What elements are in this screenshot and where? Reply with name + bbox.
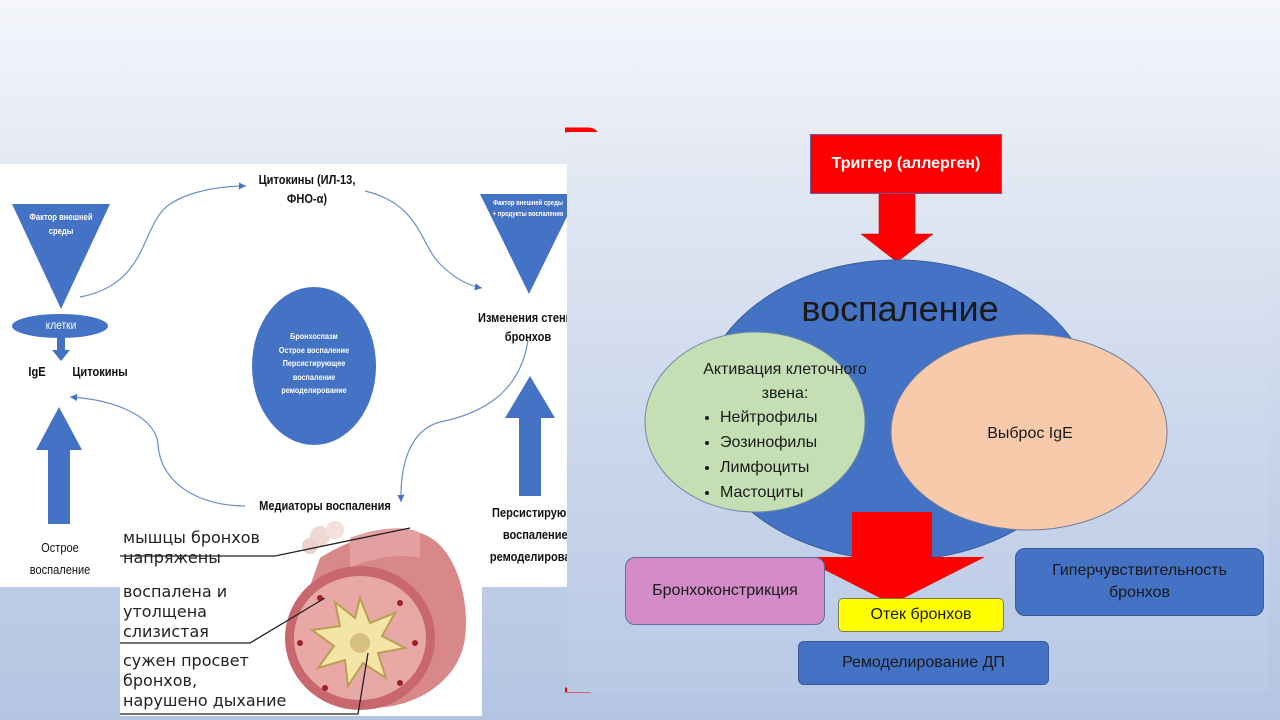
- arrow-to-cytokines: [79, 182, 247, 298]
- env-factor-plus-label: Фактор внешней среды + продукты воспален…: [492, 200, 564, 218]
- label-line: утолщена: [123, 602, 207, 621]
- env-factor-plus-triangle: [480, 194, 578, 294]
- center-line: воспаление: [292, 372, 336, 382]
- cytokines-il-label: Цитокины (ИЛ-13, ФНО-α): [258, 172, 356, 206]
- arrow-to-wall: [364, 190, 483, 291]
- left-diagram-shapes: [12, 182, 578, 524]
- persistent-label: Персистирующее воспаление + ремоделирова…: [489, 505, 591, 564]
- ige-label: IgE: [28, 364, 46, 379]
- remodeling-box: Ремоделирование ДП: [798, 641, 1049, 685]
- label-mucosa: воспалена и утолщена слизистая: [123, 582, 227, 642]
- inflammation-label: воспаление: [801, 288, 999, 329]
- cell-type-item: Эозинофилы: [720, 430, 817, 455]
- cell-activation-title: Активация клеточного звена:: [703, 361, 867, 402]
- label-line: нарушено дыхание: [123, 691, 287, 710]
- arrow-to-mediators: [397, 339, 529, 503]
- bronchus-drawing: [120, 521, 466, 715]
- cell-types-list: Нейтрофилы Эозинофилы Лимфоциты Мастоцит…: [690, 405, 817, 505]
- bronchoconstriction-box: Бронхоконстрикция: [625, 557, 825, 625]
- outcome-arrow: [799, 512, 985, 604]
- cell-type-item: Лимфоциты: [720, 455, 817, 480]
- center-circle: [252, 287, 376, 445]
- center-line: Острое воспаление: [278, 345, 350, 355]
- label-line: сужен просвет: [123, 651, 249, 670]
- cells-label: клетки: [45, 318, 77, 332]
- edema-box: Отек бронхов: [838, 598, 1004, 632]
- cytokines-label: Цитокины: [72, 364, 128, 379]
- label-line: слизистая: [123, 622, 209, 641]
- center-circle-text: Бронхоспазм Острое воспаление Персистиру…: [264, 330, 365, 398]
- label-line: воспалена и: [123, 582, 228, 601]
- small-down-arrow: [52, 338, 70, 361]
- trigger-arrow: [860, 193, 934, 263]
- bronchus-illustration: мышцы бронхов напряжены воспалена и утол…: [120, 518, 482, 716]
- persistent-up-arrow: [505, 376, 555, 496]
- cell-type-item: Нейтрофилы: [720, 405, 817, 430]
- cell-type-item: Мастоциты: [720, 480, 817, 505]
- mediators-label: Медиаторы воспаления: [259, 498, 391, 513]
- cells-ellipse: [12, 314, 108, 338]
- center-line: ремоделирование: [281, 386, 347, 395]
- label-lumen: сужен просвет бронхов, нарушено дыхание: [123, 651, 286, 711]
- center-line: Персистирующее: [282, 359, 346, 368]
- acute-up-arrow: [36, 407, 82, 524]
- label-muscles: мышцы бронхов напряжены: [123, 528, 260, 568]
- center-line: Бронхоспазм: [290, 332, 338, 341]
- arrow-to-ige: [69, 393, 246, 507]
- ige-release-label: Выброс IgE: [987, 425, 1073, 442]
- label-line: бронхов,: [123, 671, 198, 690]
- trigger-box: Триггер (аллерген): [810, 134, 1002, 194]
- env-factor-triangle: [12, 204, 110, 309]
- acute-label: Острое воспаление: [29, 540, 91, 577]
- env-factor-label: Фактор внешней среды: [29, 212, 93, 236]
- wall-changes-label: Изменения стенки бронхов: [477, 310, 578, 344]
- ige-release-ellipse: [890, 333, 1168, 531]
- right-diagram-shapes: [644, 193, 1168, 604]
- hypersensitivity-box: Гиперчувствительность бронхов: [1015, 548, 1264, 616]
- label-line: напряжены: [123, 548, 221, 567]
- cell-activation-ellipse: [644, 331, 866, 513]
- label-line: мышцы бронхов: [123, 528, 260, 547]
